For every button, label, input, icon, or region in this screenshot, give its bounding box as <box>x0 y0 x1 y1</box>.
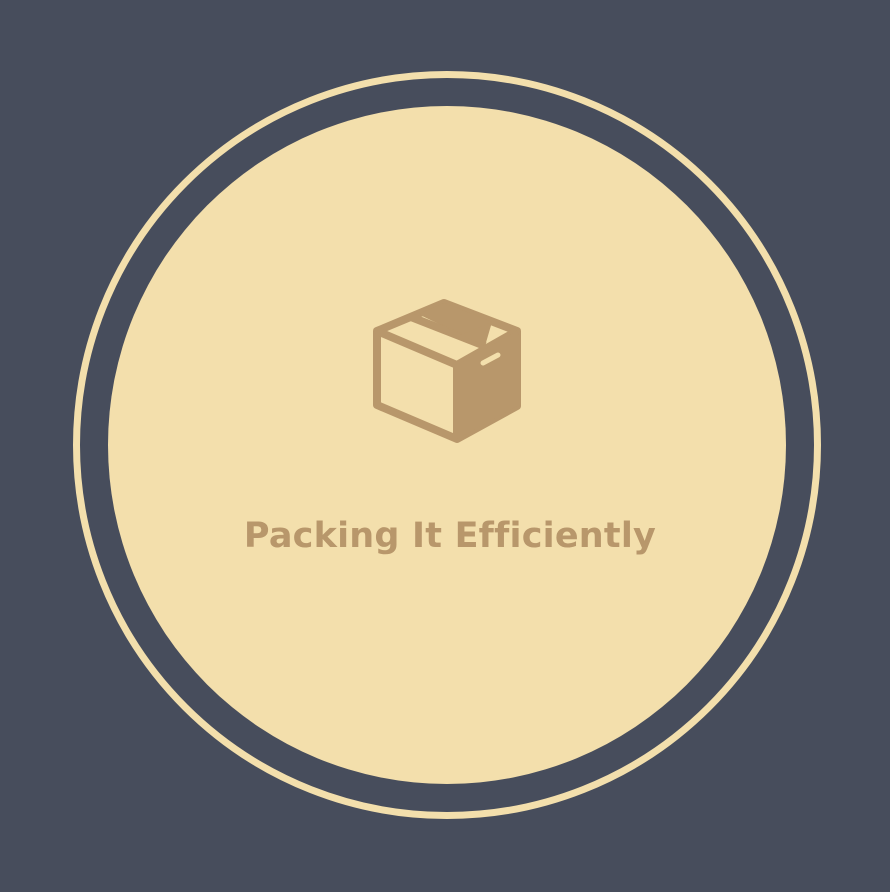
cardboard-box-icon <box>373 299 521 443</box>
brand-name: Packing It Efficiently <box>243 516 657 556</box>
inner-disc <box>108 106 786 784</box>
outer-ring <box>73 71 821 819</box>
